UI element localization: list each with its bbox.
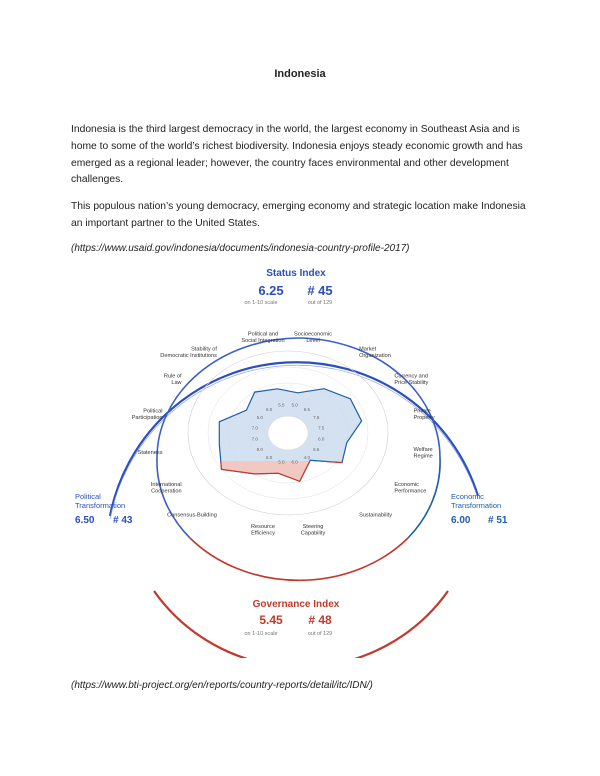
political-score: 6.50 — [75, 515, 95, 526]
status-arc — [108, 361, 480, 517]
governance-rank-note: out of 129 — [308, 631, 332, 637]
radar-value-label: 6.0 — [266, 455, 273, 460]
paragraph-intro: Indonesia is the third largest democracy… — [71, 124, 523, 186]
economic-ring — [407, 457, 441, 539]
radar-value-label: 4.0 — [304, 455, 311, 460]
radar-polygon-governance — [220, 461, 344, 483]
economic-score: 6.00 — [451, 515, 471, 526]
radar-value-label: 5.0 — [278, 459, 285, 464]
economic-rank: # 51 — [488, 515, 508, 526]
document-title: Indonesia — [274, 68, 326, 80]
radar-value-label: 5.5 — [278, 403, 285, 408]
radar-value-label: 6.5 — [304, 407, 311, 412]
radar-value-label: 6.0 — [318, 437, 325, 442]
political-title-line1: Political — [75, 492, 101, 501]
criterion-label: Stateness — [138, 450, 163, 456]
radar-value-label: 7.0 — [252, 437, 259, 442]
radar-value-label: 6.5 — [313, 447, 320, 452]
governance-arc — [153, 590, 449, 658]
criterion-label: Consensus-Building — [167, 513, 217, 519]
governance-index-rank: # 48 — [308, 613, 332, 627]
status-index-rank: # 45 — [307, 283, 332, 298]
political-economic-ring — [156, 337, 441, 459]
governance-score-note: on 1-10 scale — [244, 631, 277, 637]
political-title-line2: Transformation — [75, 501, 125, 510]
status-arc-shadow — [109, 364, 479, 520]
political-rank: # 43 — [113, 515, 133, 526]
governance-ring — [189, 537, 409, 582]
status-score-note: on 1-10 scale — [244, 300, 277, 306]
criterion-label: Sustainability — [359, 513, 392, 519]
paragraph-partner: This populous nation’s young democracy, … — [71, 201, 526, 229]
bti-radar-figure: Status Index 6.25 # 45 on 1-10 scale out… — [75, 268, 508, 658]
economic-title-line2: Transformation — [451, 501, 501, 510]
radar-value-label: 8.0 — [257, 447, 264, 452]
radar-center — [267, 415, 309, 451]
radar-value-label: 5.0 — [257, 415, 264, 420]
political-ring — [156, 457, 191, 539]
economic-title-line1: Economic — [451, 492, 484, 501]
radar-value-label: 6.0 — [291, 459, 298, 464]
radar-value-label: 6.0 — [266, 407, 273, 412]
citation-usaid: (https://www.usaid.gov/indonesia/documen… — [71, 243, 410, 254]
radar-value-label: 7.5 — [313, 415, 320, 420]
governance-index-score: 5.45 — [259, 613, 283, 627]
citation-bti: (https://www.bti-project.org/en/reports/… — [71, 680, 373, 691]
radar-value-label: 5.0 — [291, 403, 298, 408]
radar-value-label: 7.0 — [252, 425, 259, 430]
radar-value-label: 7.5 — [318, 425, 325, 430]
status-index-score: 6.25 — [258, 283, 283, 298]
status-index-title: Status Index — [266, 268, 326, 279]
governance-index-title: Governance Index — [253, 599, 340, 610]
status-rank-note: out of 129 — [308, 300, 332, 306]
